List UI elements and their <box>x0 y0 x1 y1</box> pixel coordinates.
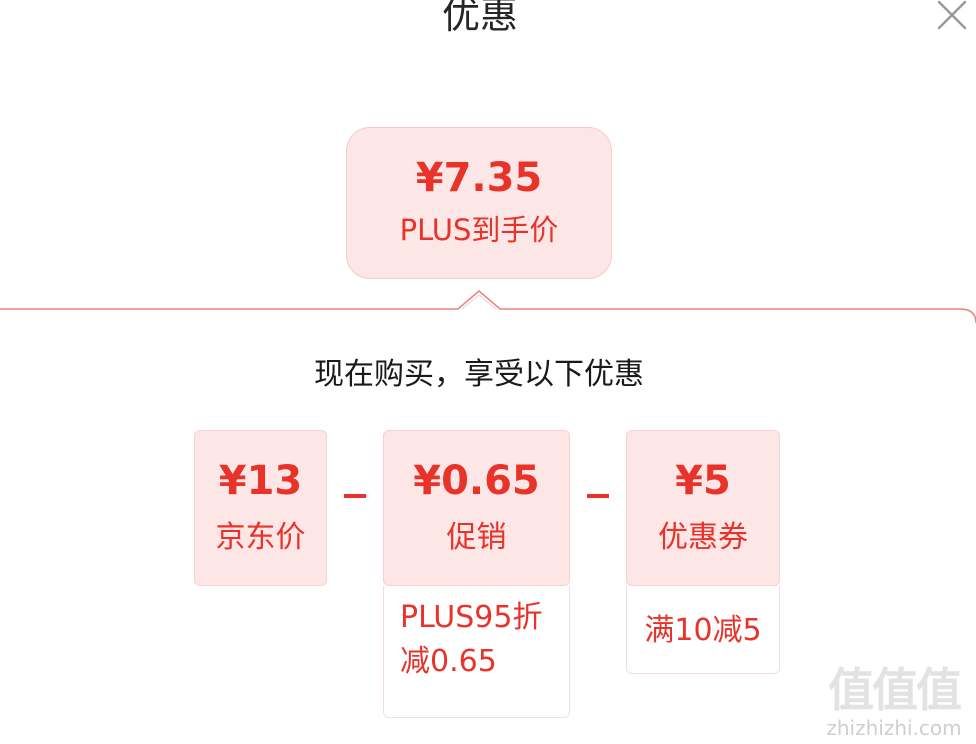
modal-title: 优惠 <box>441 0 518 37</box>
coupon-value: ¥5 <box>675 458 731 504</box>
panel-border <box>0 290 976 324</box>
watermark-logo: 值值值 zhizhizhi.com <box>820 664 968 740</box>
promotion-card: ¥0.65 促销 <box>383 430 570 586</box>
promotion-label: 促销 <box>446 520 507 555</box>
coupon-card: ¥5 优惠券 <box>626 430 780 586</box>
close-button[interactable] <box>936 0 968 30</box>
final-price-label: PLUS到手价 <box>399 213 559 247</box>
promotion-detail-line2: 减0.65 <box>400 644 497 679</box>
final-price: ¥7.35 <box>415 155 543 201</box>
coupon-detail: 满10减5 <box>626 586 780 674</box>
minus-operator <box>344 494 366 498</box>
jd-price-card: ¥13 京东价 <box>194 430 327 586</box>
coupon-label: 优惠券 <box>658 520 748 555</box>
jd-price-value: ¥13 <box>218 458 303 504</box>
discount-subtitle: 现在购买，享受以下优惠 <box>314 357 644 392</box>
plus-final-price-box: ¥7.35 PLUS到手价 <box>346 127 612 279</box>
minus-operator <box>587 494 609 498</box>
promotion-detail-line1: PLUS95折 <box>400 600 543 635</box>
promotion-value: ¥0.65 <box>413 458 540 504</box>
watermark-text: zhizhizhi.com <box>826 716 962 740</box>
watermark-chars: 值值值 <box>828 663 962 717</box>
jd-price-label: 京东价 <box>215 520 306 555</box>
promotion-detail: PLUS95折 减0.65 <box>383 586 570 718</box>
close-icon <box>937 0 967 30</box>
